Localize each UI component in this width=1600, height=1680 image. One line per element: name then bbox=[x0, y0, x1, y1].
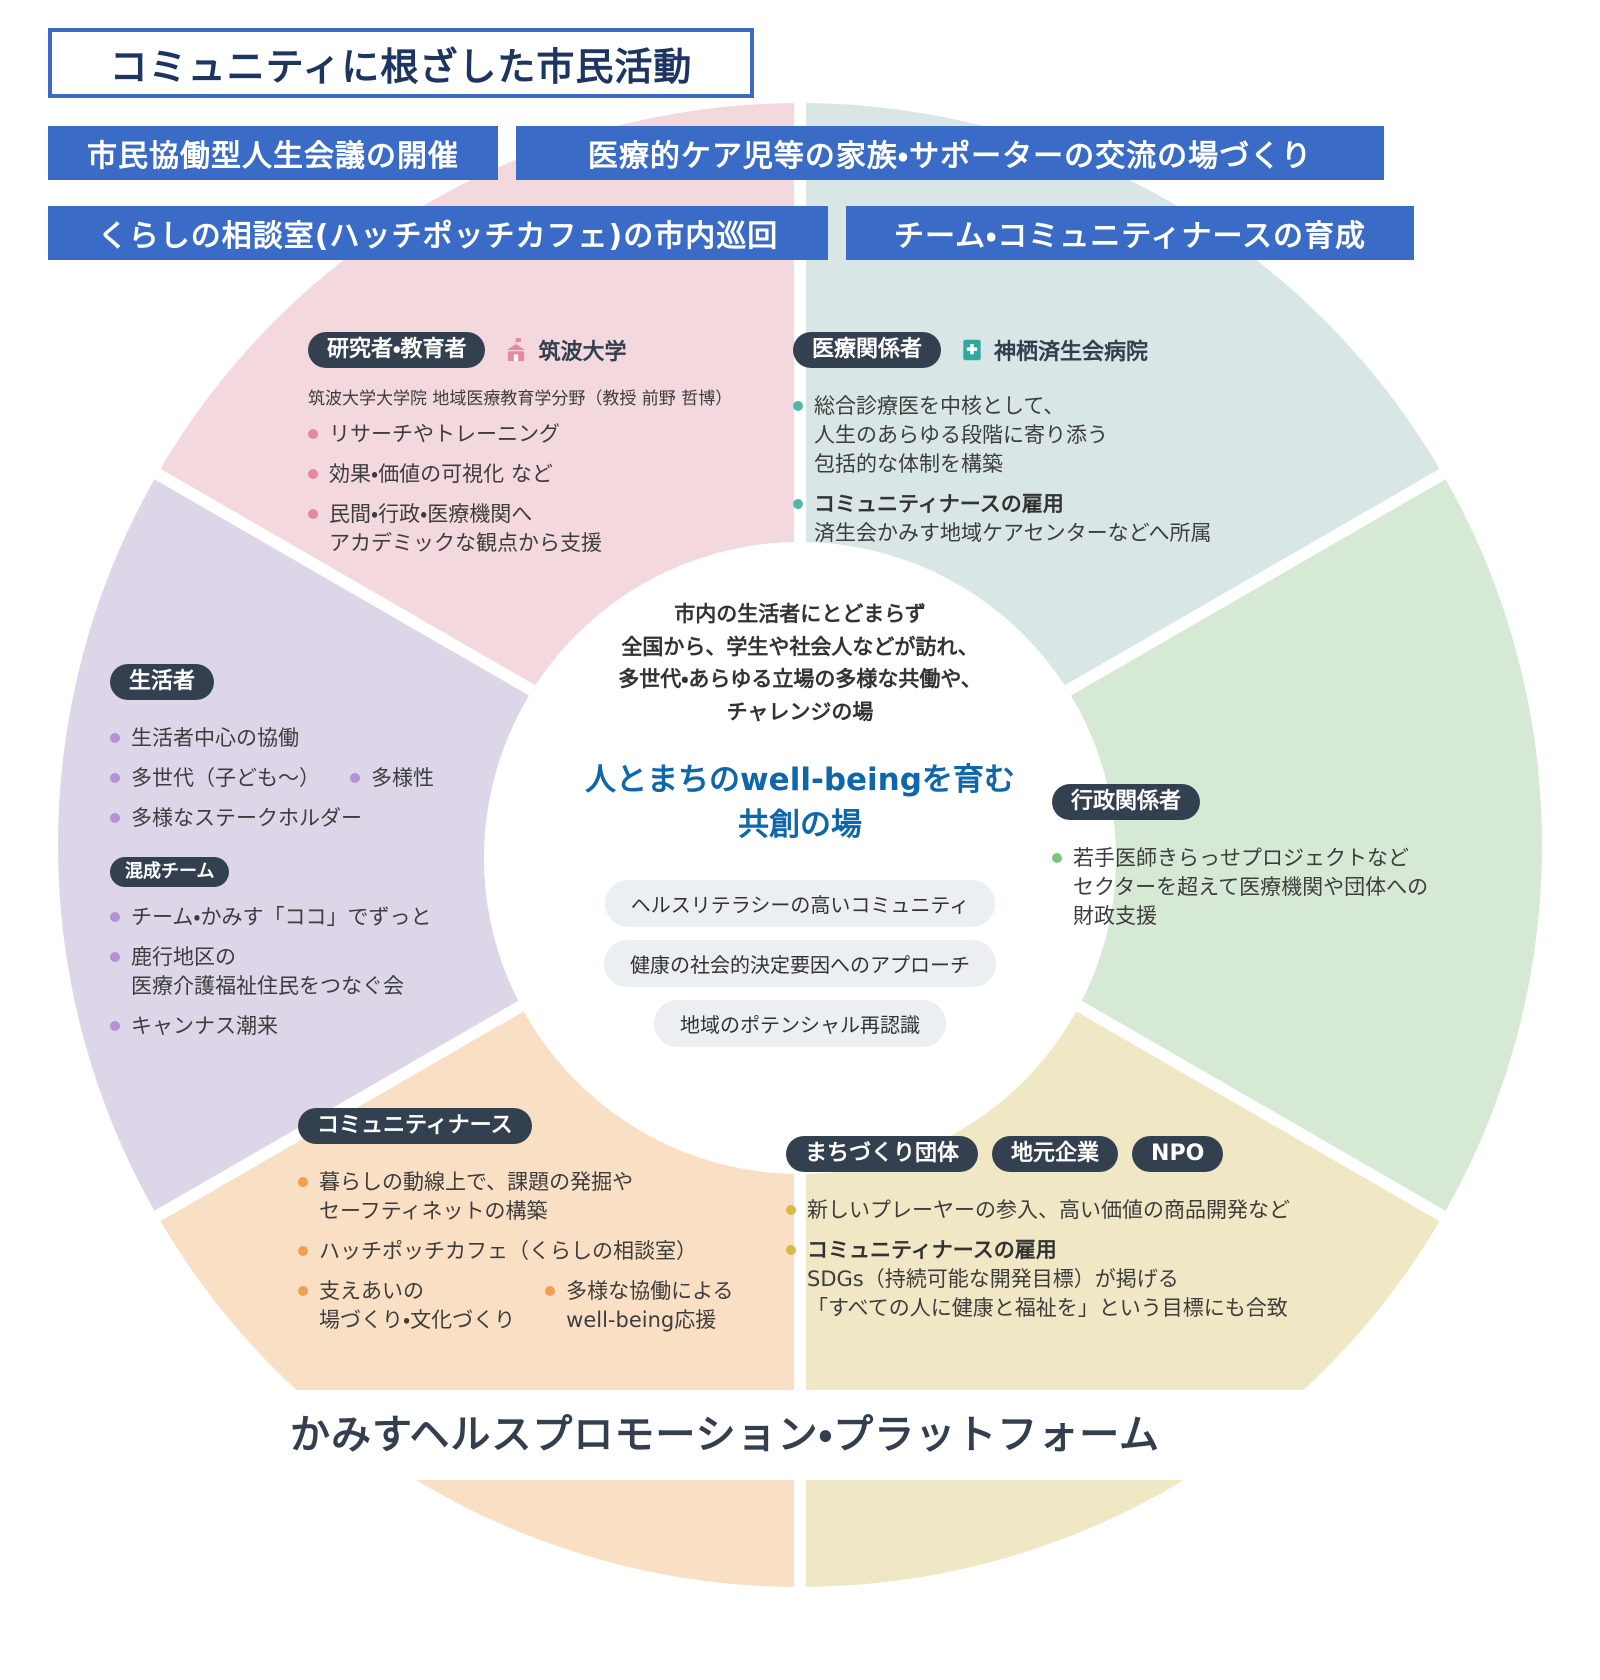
bullet-text: SDGs（持続可能な開発目標）が掲げる 「すべての人に健康と福祉を」という目標に… bbox=[807, 1266, 1288, 1320]
activity-banner-3: くらしの相談室(ハッチポッチカフェ)の市内巡回 bbox=[48, 206, 828, 260]
bullet-item: キャンナス潮来 bbox=[110, 1012, 510, 1041]
bullet-text: 済生会かみす地域ケアセンターなどへ所属 bbox=[814, 520, 1212, 545]
banner-label: チーム・コミュニティナースの育成 bbox=[894, 219, 1366, 254]
bullet-item: 多様な協働による well-being応援 bbox=[545, 1277, 734, 1335]
bullet-dot bbox=[308, 429, 318, 439]
bullet-row: 多世代（子ども〜） 多様性 bbox=[110, 753, 510, 793]
bullet-dot bbox=[308, 468, 318, 479]
bullet-item: ハッチポッチカフェ（くらしの相談室） bbox=[298, 1237, 758, 1266]
bullet-dot bbox=[545, 1285, 556, 1296]
segment-government-content: 行政関係者 若手医師きらっせプロジェクトなど セクターを超えて医療機関や団体への… bbox=[1052, 784, 1492, 931]
bullet-item: 総合診療医を中核として、 人生のあらゆる段階に寄り添う 包括的な体制を構築 bbox=[793, 392, 1283, 479]
bullet-item: 多世代（子ども〜） bbox=[110, 764, 320, 793]
bullet-item: コミュニティナースの雇用 SDGs（持続可能な開発目標）が掲げる 「すべての人に健… bbox=[786, 1236, 1376, 1323]
segment-header: 生活者 bbox=[110, 664, 510, 700]
bullet-dot bbox=[793, 401, 803, 411]
bullet-dot bbox=[793, 498, 803, 509]
bullet-dot bbox=[350, 772, 360, 783]
bullet-dot bbox=[1052, 853, 1062, 863]
university-icon bbox=[507, 338, 526, 362]
researchers-badge: 研究者・教育者 bbox=[308, 332, 486, 368]
bullet-dot bbox=[308, 508, 318, 519]
bullet-dot bbox=[298, 1285, 308, 1296]
bullet-row: 支えあいの 場づくり・文化づくり 多様な協働による well-being応援 bbox=[298, 1266, 758, 1335]
bullet-item: 新しいプレーヤーの参入、高い価値の商品開発など bbox=[786, 1196, 1376, 1225]
center-circle-content: 市内の生活者にとどまらず 全国から、学生や社会人などが訪れ、 多世代・あらゆる立… bbox=[505, 598, 1095, 1048]
activity-banner-2: 医療的ケア児等の家族・サポーターの交流の場づくり bbox=[516, 126, 1384, 180]
page-title-box: コミュニティに根ざした市民活動 bbox=[48, 28, 754, 98]
segment-community-nurse-content: コミュニティナース 暮らしの動線上で、課題の発掘や セーフティネットの構築 ハッ… bbox=[298, 1108, 758, 1335]
local-company-badge: 地元企業 bbox=[992, 1136, 1119, 1172]
bullet-item: リサーチやトレーニング bbox=[308, 420, 753, 449]
segment-header: 研究者・教育者 筑波大学 bbox=[308, 332, 753, 368]
bullet-item: チーム・かみす「ココ」でずっと bbox=[110, 903, 510, 932]
page-title: コミュニティに根ざした市民活動 bbox=[109, 44, 693, 89]
segment-header: まちづくり団体 地元企業 NPO bbox=[786, 1136, 1376, 1172]
bullet-dot bbox=[110, 772, 120, 783]
bullet-item: 効果・価値の可視化 など bbox=[308, 460, 753, 489]
bullet-dot bbox=[298, 1245, 308, 1256]
bullet-item: 民間・行政・医療機関へ アカデミックな観点から支援 bbox=[308, 500, 753, 558]
bullet-title: コミュニティナースの雇用 bbox=[807, 1237, 1057, 1262]
segment-wedge-residents bbox=[57, 474, 800, 1216]
sub-badge-row: 混成チーム bbox=[110, 856, 510, 887]
platform-title: かみすヘルスプロモーション・プラットフォーム bbox=[290, 1412, 1160, 1458]
org-name: 神栖済生会病院 bbox=[994, 340, 1149, 365]
bullet-item: 暮らしの動線上で、課題の発掘や セーフティネットの構築 bbox=[298, 1168, 758, 1226]
activity-banner-1: 市民協働型人生会議の開催 bbox=[48, 126, 498, 180]
bullet-dot bbox=[298, 1177, 308, 1187]
center-pill: 健康の社会的決定要因へのアプローチ bbox=[604, 940, 996, 988]
community-nurse-badge: コミュニティナース bbox=[298, 1108, 532, 1144]
org-name: 筑波大学 bbox=[538, 340, 627, 365]
banner-label: くらしの相談室(ハッチポッチカフェ)の市内巡回 bbox=[97, 219, 779, 254]
bullet-item: 多様なステークホルダー bbox=[110, 804, 510, 833]
bullet-item: コミュニティナースの雇用済生会かみす地域ケアセンターなどへ所属 bbox=[793, 490, 1283, 548]
center-pill: ヘルスリテラシーの高いコミュニティ bbox=[604, 880, 996, 928]
bullet-dot bbox=[110, 911, 120, 922]
center-intro: 市内の生活者にとどまらず 全国から、学生や社会人などが訪れ、 多世代・あらゆる立… bbox=[618, 602, 982, 724]
segment-header: 行政関係者 bbox=[1052, 784, 1492, 820]
center-pill: 地域のポテンシャル再認識 bbox=[654, 1000, 946, 1048]
hospital-icon bbox=[963, 339, 981, 361]
activity-banner-4: チーム・コミュニティナースの育成 bbox=[846, 206, 1414, 260]
bullet-dot bbox=[110, 951, 120, 962]
bullet-dot bbox=[110, 1020, 120, 1031]
bullet-item: 支えあいの 場づくり・文化づくり bbox=[298, 1277, 515, 1335]
org-row: 神栖済生会病院 bbox=[959, 334, 1148, 366]
segment-medical-content: 医療関係者 神栖済生会病院 総合診療医を中核として、 人生のあらゆる段階に寄り添… bbox=[793, 332, 1283, 548]
bullet-dot bbox=[786, 1244, 796, 1255]
researchers-subtitle: 筑波大学大学院 地域医療教育学分野（教授 前野 哲博） bbox=[308, 389, 733, 409]
center-heading: 人とまちのwell-beingを育む 共創の場 bbox=[585, 762, 1015, 844]
org-row: 筑波大学 bbox=[503, 334, 627, 366]
bullet-dot bbox=[110, 733, 120, 743]
segment-header: コミュニティナース bbox=[298, 1108, 758, 1144]
bullet-dot bbox=[786, 1205, 796, 1215]
bullet-item: 生活者中心の協働 bbox=[110, 724, 510, 753]
medical-badge: 医療関係者 bbox=[793, 332, 942, 368]
bullet-item: 多様性 bbox=[350, 764, 434, 793]
center-circle bbox=[484, 542, 1116, 1174]
banner-label: 医療的ケア児等の家族・サポーターの交流の場づくり bbox=[587, 139, 1313, 174]
npo-badge: NPO bbox=[1132, 1136, 1224, 1172]
banner-label: 市民協働型人生会議の開催 bbox=[87, 139, 459, 174]
segment-wedge-government bbox=[800, 474, 1543, 1216]
segment-residents-content: 生活者 生活者中心の協働 多世代（子ども〜） 多様性 多様なステークホルダー 混… bbox=[110, 664, 510, 1041]
bullet-item: 若手医師きらっせプロジェクトなど セクターを超えて医療機関や団体への 財政支援 bbox=[1052, 844, 1492, 931]
segment-header: 医療関係者 神栖済生会病院 bbox=[793, 332, 1283, 368]
mixed-team-badge: 混成チーム bbox=[110, 856, 230, 887]
bullet-title: コミュニティナースの雇用 bbox=[814, 491, 1064, 516]
bullet-dot bbox=[110, 812, 120, 823]
bottom-title-band bbox=[0, 1390, 1600, 1480]
government-badge: 行政関係者 bbox=[1052, 784, 1201, 820]
residents-badge: 生活者 bbox=[110, 664, 215, 700]
bullet-item: 鹿行地区の 医療介護福祉住民をつなぐ会 bbox=[110, 943, 510, 1001]
town-group-badge: まちづくり団体 bbox=[786, 1136, 979, 1172]
segment-researchers-content: 研究者・教育者 筑波大学 筑波大学大学院 地域医療教育学分野（教授 前野 哲博）… bbox=[308, 332, 753, 558]
segment-town-groups-content: まちづくり団体 地元企業 NPO 新しいプレーヤーの参入、高い価値の商品開発など… bbox=[786, 1136, 1376, 1323]
